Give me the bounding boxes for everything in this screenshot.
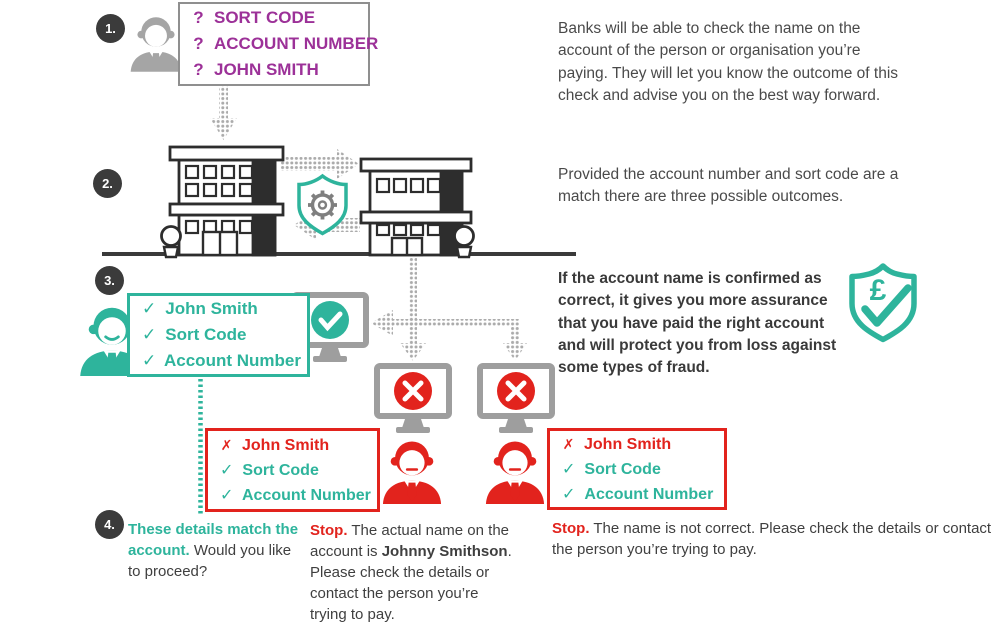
question-icon: ? <box>193 60 204 79</box>
outcome-no-match-text: Stop. The name is not correct. Please ch… <box>552 518 997 560</box>
outcome-close-match-text: Stop. The actual name on the account is … <box>310 520 517 625</box>
question-icon: ? <box>193 8 204 27</box>
match-row: ✓ Account Number <box>142 348 301 374</box>
mismatch-label: Sort Code <box>584 460 661 478</box>
check-icon: ✓ <box>142 299 157 318</box>
payer-person-icon <box>130 17 182 72</box>
wrong-payee-person-left-icon <box>382 441 442 504</box>
confirmed-payee-person-icon <box>80 307 144 376</box>
query-row: ? JOHN SMITH <box>192 57 360 83</box>
query-row: ? ACCOUNT NUMBER <box>192 31 378 57</box>
cross-icon: ✗ <box>220 436 233 453</box>
check-icon: ✓ <box>220 486 234 504</box>
step-4-badge: 4. <box>95 510 124 539</box>
query-label: JOHN SMITH <box>214 60 319 79</box>
check-icon: ✓ <box>142 351 157 370</box>
mismatch-label: Account Number <box>584 485 714 503</box>
match-row: ✓ Sort Code <box>142 322 299 348</box>
outcome-match-highlight: These details match the account. <box>128 521 299 559</box>
mismatch-row: ✓ Sort Code <box>220 458 369 483</box>
wrong-payee-person-right-icon <box>485 441 545 504</box>
check-icon: ✓ <box>562 485 576 503</box>
outcome-match-rest: Would you like to proceed? <box>128 542 292 580</box>
match-row: ✓ John Smith <box>142 296 299 322</box>
declined-monitor-right-icon <box>477 363 555 433</box>
match-label: Account Number <box>164 351 301 370</box>
question-icon: ? <box>193 34 204 53</box>
actual-account-name: Johnny Smithson <box>381 543 508 560</box>
mismatch-details-box-left: ✗ John Smith ✓ Sort Code ✓ Account Numbe… <box>205 428 380 512</box>
tree-left-icon <box>160 225 182 259</box>
explainer-paragraph-1: Banks will be able to check the name on … <box>558 20 899 104</box>
bank-building-right <box>359 157 473 257</box>
fraud-protection-shield-icon: £ <box>849 263 917 343</box>
secure-exchange-shield-icon <box>297 173 348 236</box>
mismatch-row: ✗ John Smith <box>562 432 716 457</box>
payment-query-box: ? SORT CODE ? ACCOUNT NUMBER ? JOHN SMIT… <box>178 2 378 86</box>
mismatch-row: ✓ Account Number <box>562 482 716 507</box>
check-icon: ✓ <box>562 460 576 478</box>
mismatch-label: Account Number <box>242 486 371 504</box>
query-row: ? SORT CODE <box>192 5 360 31</box>
cross-icon: ✗ <box>562 435 575 452</box>
declined-monitor-left-icon <box>374 363 452 433</box>
mismatch-details-box-right: ✗ John Smith ✓ Sort Code ✓ Account Numbe… <box>547 428 727 510</box>
outcome-match-text: These details match the account. Would y… <box>128 519 306 582</box>
explainer-paragraph-3: If the account name is confirmed as corr… <box>558 270 837 377</box>
check-icon: ✓ <box>142 325 157 344</box>
match-label: John Smith <box>165 299 258 318</box>
ground-line <box>102 252 576 256</box>
query-label: ACCOUNT NUMBER <box>214 34 379 53</box>
mismatch-row: ✓ Sort Code <box>562 457 716 482</box>
check-icon: ✓ <box>220 461 234 479</box>
bank-building-left <box>168 145 285 257</box>
step-2-badge: 2. <box>93 169 122 198</box>
match-label: Sort Code <box>165 325 247 344</box>
mismatch-row: ✗ John Smith <box>220 433 369 458</box>
mismatch-label: Sort Code <box>242 461 319 479</box>
step-3-badge: 3. <box>95 266 124 295</box>
explainer-paragraph-2: Provided the account number and sort cod… <box>558 166 899 206</box>
no-match-rest: The name is not correct. Please check th… <box>552 520 992 558</box>
tree-right-icon <box>453 225 475 259</box>
close-match-after-name: . Please check the details or contact th… <box>310 543 512 623</box>
mismatch-label: John Smith <box>242 436 330 454</box>
mismatch-label: John Smith <box>584 435 672 453</box>
query-label: SORT CODE <box>214 8 316 27</box>
mismatch-row: ✓ Account Number <box>220 483 371 508</box>
stop-word: Stop. <box>552 520 590 537</box>
match-details-box: ✓ John Smith ✓ Sort Code ✓ Account Numbe… <box>127 293 310 377</box>
stop-word: Stop. <box>310 522 348 539</box>
pound-symbol: £ <box>870 274 887 307</box>
close-match-before-name: The actual name on the account is <box>310 522 509 560</box>
step-1-badge: 1. <box>96 14 125 43</box>
